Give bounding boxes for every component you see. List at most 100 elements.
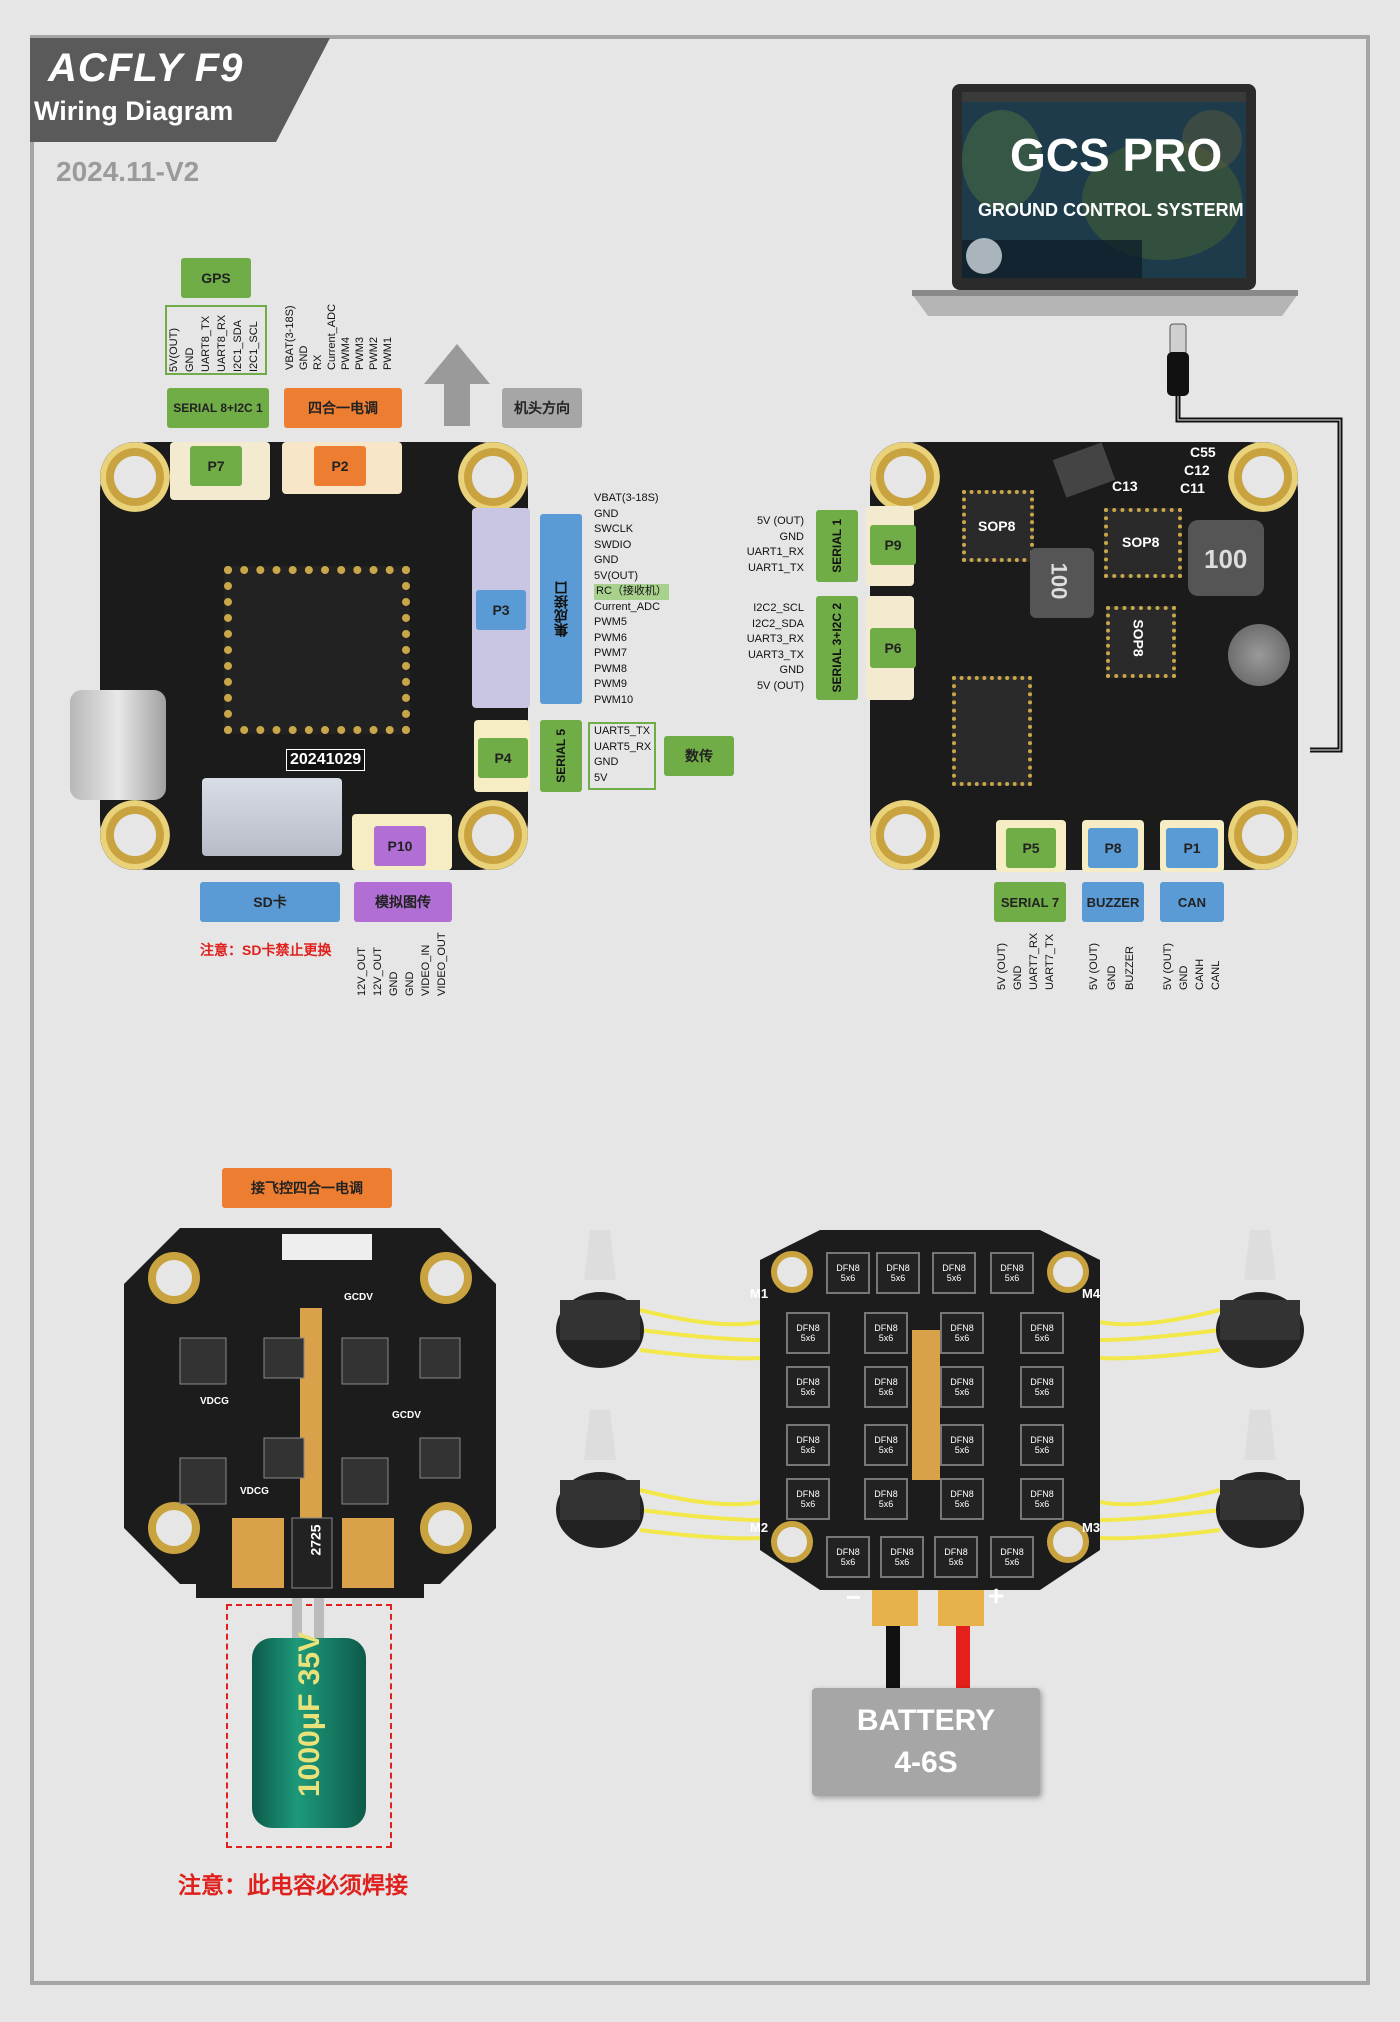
dfn8-chip: DFN8 5x6 <box>786 1312 830 1354</box>
dfn8-chip: DFN8 5x6 <box>932 1252 976 1294</box>
p4-pin: UART5_TX <box>594 725 651 737</box>
motor-label-m4: M4 <box>1082 1286 1101 1301</box>
p1-tag: P1 <box>1166 828 1218 868</box>
dfn8-chip: DFN8 5x6 <box>1020 1424 1064 1466</box>
p1-pin: 5V (OUT) <box>1162 942 1174 990</box>
dfn8-chip: DFN8 5x6 <box>826 1252 870 1294</box>
sop8-chip <box>1104 508 1182 578</box>
sop8-chip <box>962 490 1034 562</box>
component-label: SOP8 <box>1130 619 1147 657</box>
usb-cable <box>1167 323 1343 753</box>
dfn8-chip: DFN8 5x6 <box>1020 1366 1064 1408</box>
esc-pin: VBAT(3-18S) <box>284 305 296 370</box>
component-label: 100 <box>1046 562 1072 600</box>
board-label: VDCG <box>240 1486 269 1497</box>
dfn8-chip: DFN8 5x6 <box>934 1536 978 1578</box>
p9-pin-list: 5V (OUT) GND UART1_RX UART1_TX <box>730 514 804 576</box>
p3-pin: SWCLK <box>594 523 634 535</box>
mount-hole <box>870 442 940 512</box>
esc-power-board <box>124 1228 496 1598</box>
p8-pin: BUZZER <box>1124 946 1136 990</box>
esc-pin: RX <box>312 354 324 370</box>
battery-box <box>812 1688 1040 1796</box>
mount-hole <box>100 442 170 512</box>
video-pin: 12V_OUT <box>372 947 384 996</box>
gcs-subtitle: GROUND CONTROL SYSTERM <box>978 200 1244 220</box>
gps-pin-box <box>165 305 267 375</box>
inductor <box>1030 548 1094 618</box>
motor-label-m1: M1 <box>750 1286 769 1301</box>
minus-terminal: − <box>846 1582 862 1612</box>
p9-pin: 5V (OUT) <box>756 515 804 527</box>
dfn8-chip: DFN8 5x6 <box>876 1252 920 1294</box>
p6-pin-list: I2C2_SCL I2C2_SDA UART3_RX UART3_TX GND … <box>728 601 804 694</box>
p3-tag: P3 <box>476 590 526 630</box>
p1-pin: CANH <box>1194 958 1206 990</box>
sd-card-tag: SD卡 <box>200 882 340 922</box>
video-pin: GND <box>404 971 416 996</box>
gps-pin: UART8_TX <box>200 315 212 372</box>
dfn8-chip: DFN8 5x6 <box>990 1536 1034 1578</box>
brand-title: ACFLY F9 <box>48 46 244 90</box>
battery-cells: 4-6S <box>894 1746 958 1779</box>
p6-pin: UART3_TX <box>747 648 804 661</box>
serial5-label: SERIAL 5 <box>554 729 568 783</box>
capacitor-highlight-box <box>226 1604 392 1848</box>
dfn8-chip: DFN8 5x6 <box>864 1312 908 1354</box>
p6-pin: UART3_RX <box>746 633 804 645</box>
p8-pin: GND <box>1106 965 1118 990</box>
p9-pin: GND <box>779 530 804 543</box>
mount-hole <box>1228 800 1298 870</box>
header-banner <box>30 38 330 142</box>
component-label: SOP8 <box>978 518 1016 534</box>
battery-label: BATTERY <box>856 1704 996 1737</box>
serial3-label: SERIAL 3+I2C 2 <box>830 603 844 693</box>
laptop-illustration <box>912 84 1298 316</box>
board-label: VDCG <box>200 1396 229 1407</box>
gps-pin: I2C1_SDA <box>232 320 244 372</box>
p3-pin: PWM7 <box>594 647 627 659</box>
esc-pin: PWM4 <box>340 337 352 370</box>
p6-tag: P6 <box>870 628 916 668</box>
p3-group-label: 集成接口 <box>553 581 569 637</box>
esc-tag: 四合一电调 <box>284 388 402 428</box>
esc-pin: PWM3 <box>354 337 366 370</box>
p3-pin-rc: RC（接收机） <box>594 584 669 600</box>
sd-card-note: 注意：SD卡禁止更换 <box>200 942 332 958</box>
p9-tag: P9 <box>870 525 916 565</box>
usb-c-port <box>70 690 166 800</box>
board-label: GCDV <box>392 1410 421 1421</box>
p3-pin: PWM9 <box>594 678 627 690</box>
capacitor <box>1228 624 1290 686</box>
electrolytic-capacitor <box>252 1638 366 1828</box>
mcu-chip <box>224 566 410 734</box>
ic-chip <box>952 676 1032 786</box>
inductor <box>1188 520 1264 596</box>
dfn8-chip: DFN8 5x6 <box>1020 1478 1064 1520</box>
p3-pin: 5V(OUT) <box>594 569 638 582</box>
capacitor-value: 1000μF 35V <box>293 1631 326 1797</box>
dfn8-chip: DFN8 5x6 <box>940 1478 984 1520</box>
serial5-tag: SERIAL 5 <box>540 720 582 792</box>
p9-pin: UART1_RX <box>746 546 804 558</box>
esc-4in1-diagram <box>556 1230 1304 1706</box>
dfn8-chip: DFN8 5x6 <box>880 1536 924 1578</box>
mount-hole <box>458 800 528 870</box>
dfn8-chip: DFN8 5x6 <box>940 1312 984 1354</box>
p4-pin-list: UART5_TX UART5_RX GND 5V <box>594 724 651 786</box>
dfn8-chip: DFN8 5x6 <box>786 1366 830 1408</box>
p3-pin: Current_ADC <box>594 600 661 613</box>
board-label: 2725 <box>307 1524 324 1556</box>
p6-pin: 5V (OUT) <box>756 679 804 692</box>
p2-tag: P2 <box>314 446 366 486</box>
p7-tag: P7 <box>190 446 242 486</box>
p3-pin: SWDIO <box>594 538 632 551</box>
gps-pin: 5V(OUT) <box>168 328 180 372</box>
motor-label-m2: M2 <box>750 1520 769 1535</box>
motor-label-m3: M3 <box>1082 1520 1101 1535</box>
video-pin: VIDEO_OUT <box>436 932 448 996</box>
p4-tag: P4 <box>478 738 528 778</box>
p8-pin: 5V (OUT) <box>1088 942 1100 990</box>
p5-pin: GND <box>1012 965 1024 990</box>
capacitor-lead <box>314 1598 324 1642</box>
